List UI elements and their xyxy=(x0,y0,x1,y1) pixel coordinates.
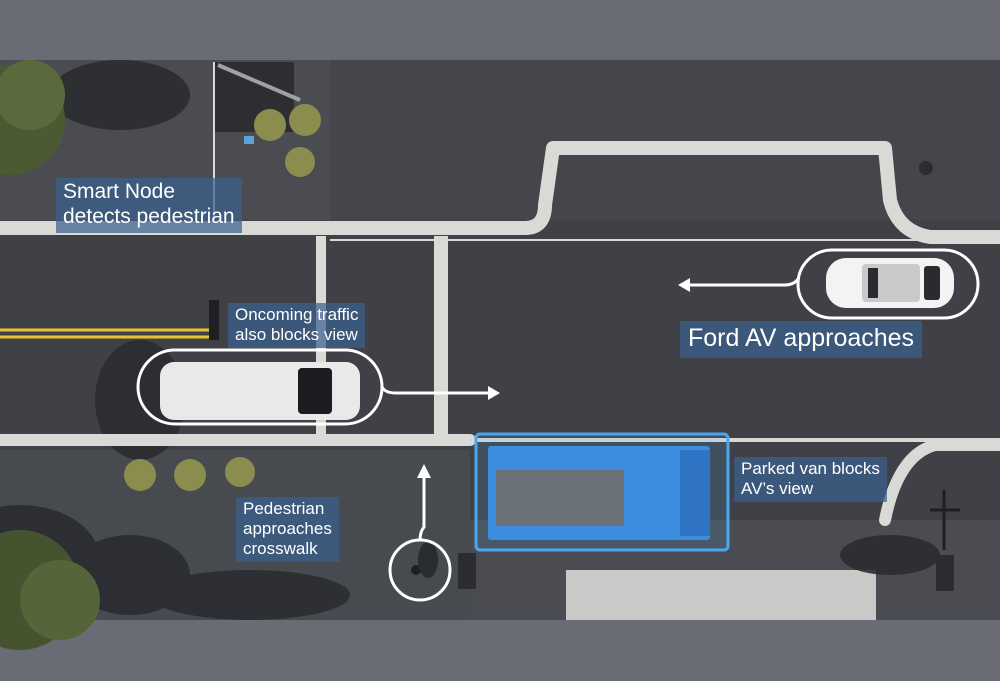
callout-oncoming-traffic: Oncoming traffic also blocks view xyxy=(228,303,366,349)
ford-arrow xyxy=(688,278,800,287)
oncoming-arrow xyxy=(380,386,490,395)
callout-pedestrian-line2: approaches xyxy=(243,519,332,539)
callout-parked-van: Parked van blocks AV’s view xyxy=(734,457,887,503)
van-outline-icon xyxy=(136,348,384,426)
bottom-frame-bar xyxy=(0,620,1000,681)
callout-ford-av-line1: Ford AV approaches xyxy=(688,324,915,352)
parked-van-cab xyxy=(680,450,710,536)
trees xyxy=(0,60,321,650)
lamp-post xyxy=(930,490,960,550)
callout-parked-van-line2: AV’s view xyxy=(741,479,814,499)
callout-pedestrian: Pedestrian approaches crosswalk xyxy=(236,497,339,563)
manhole xyxy=(919,161,933,175)
crosswalk-stripe-right xyxy=(434,236,448,440)
meter-right xyxy=(936,555,954,591)
pedestrian-arrow-head xyxy=(417,464,431,478)
pedestrian-arrow xyxy=(418,478,426,541)
signal-pole xyxy=(209,300,219,340)
ford-av-car xyxy=(826,258,954,308)
callout-pedestrian-line3: crosswalk xyxy=(243,539,318,559)
meter-left xyxy=(458,553,476,589)
parked-van-roof xyxy=(496,470,624,526)
callout-pedestrian-line1: Pedestrian xyxy=(243,499,325,518)
callout-oncoming-line2: also blocks view xyxy=(235,325,358,345)
ford-arrow-head xyxy=(678,278,690,292)
pedestrian-figure xyxy=(411,565,421,575)
callout-smart-node-line2: detects pedestrian xyxy=(63,204,235,228)
pedestrian-shadow xyxy=(418,542,438,578)
utility-box xyxy=(244,136,254,144)
callout-smart-node: Smart Node detects pedestrian xyxy=(56,178,242,233)
car-outline-icon xyxy=(796,248,980,320)
oncoming-van xyxy=(160,362,360,420)
callout-smart-node-line1: Smart Node xyxy=(63,180,176,203)
callout-parked-van-line1: Parked van blocks xyxy=(741,459,880,478)
curbs xyxy=(0,141,1000,526)
upper-right-lot xyxy=(330,60,1000,220)
top-frame-bar xyxy=(0,0,1000,60)
oncoming-arrow-head xyxy=(488,386,500,400)
lot-wall xyxy=(217,63,301,102)
callout-oncoming-line1: Oncoming traffic xyxy=(235,305,359,324)
callout-ford-av: Ford AV approaches xyxy=(680,321,923,358)
building-roof xyxy=(566,570,876,620)
center-line xyxy=(0,328,218,339)
